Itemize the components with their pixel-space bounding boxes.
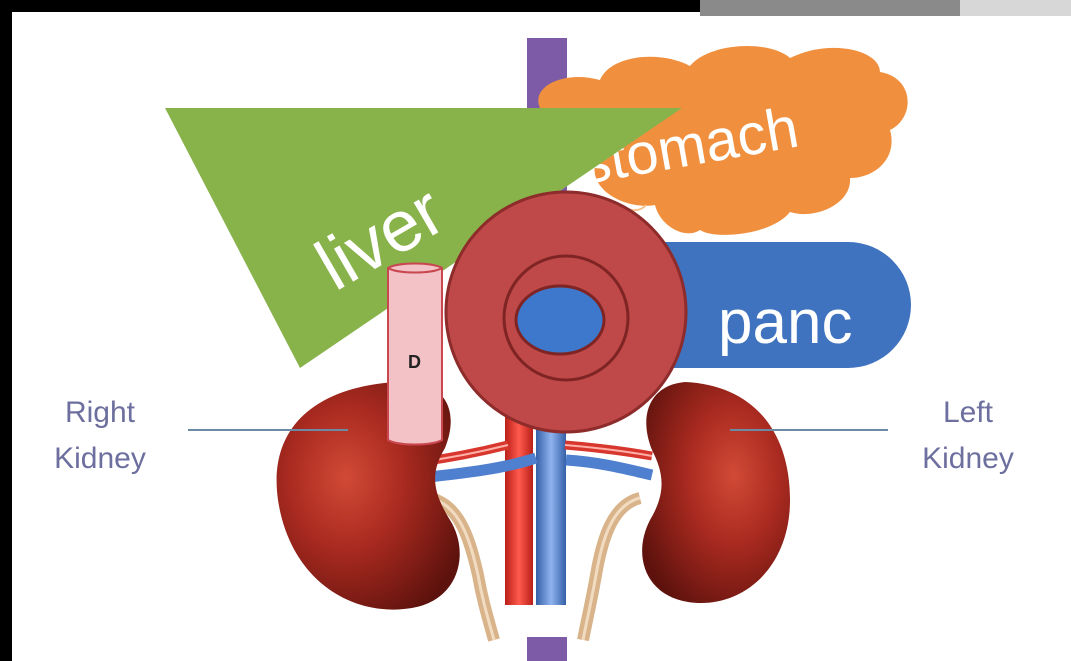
pancreas: panc: [648, 242, 911, 368]
left-kidney-label-line-2: Kidney: [922, 442, 1014, 475]
pancreas-label: panc: [718, 288, 852, 357]
top-edge-strip-light: [960, 0, 1071, 16]
right-kidney-label-line-2: Kidney: [54, 442, 146, 475]
aorta-cross-section: [446, 192, 686, 432]
spine-marker-bottom: [527, 637, 567, 661]
top-edge-strip: [700, 0, 960, 16]
aorta-lumen: [516, 286, 604, 354]
left-kidney-label-line-1: Left: [943, 396, 994, 429]
duodenum-label: D: [408, 352, 421, 372]
duodenum: D: [388, 264, 442, 445]
right-kidney-label-line-1: Right: [65, 396, 136, 429]
